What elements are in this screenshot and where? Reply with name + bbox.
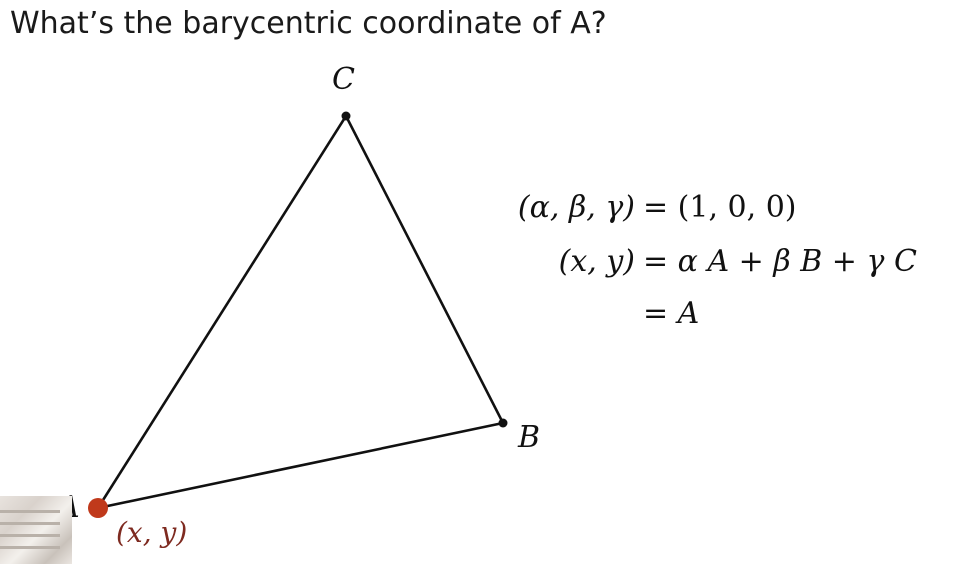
edge-ab bbox=[97, 421, 504, 510]
vertex-c-dot bbox=[341, 111, 351, 121]
vertex-b-dot bbox=[498, 418, 508, 428]
presenter-video-thumbnail bbox=[0, 496, 72, 564]
point-coordinate-label: (x, y) bbox=[116, 516, 188, 549]
slide-title: What’s the barycentric coordinate of A? bbox=[10, 6, 607, 41]
equation-1-rhs: = (1, 0, 0) bbox=[643, 190, 797, 225]
vertex-label-c: C bbox=[332, 62, 355, 97]
equation-2-rhs: = α A + β B + γ C bbox=[643, 244, 917, 279]
vertex-label-b: B bbox=[518, 420, 541, 455]
equation-1-lhs: (α, β, γ) bbox=[517, 190, 635, 225]
point-a-marker bbox=[88, 498, 108, 518]
equation-2-lhs: (x, y) bbox=[558, 244, 635, 279]
equation-3-rhs: = A bbox=[643, 296, 700, 331]
edge-cb bbox=[344, 115, 505, 424]
edge-ac bbox=[96, 115, 348, 509]
